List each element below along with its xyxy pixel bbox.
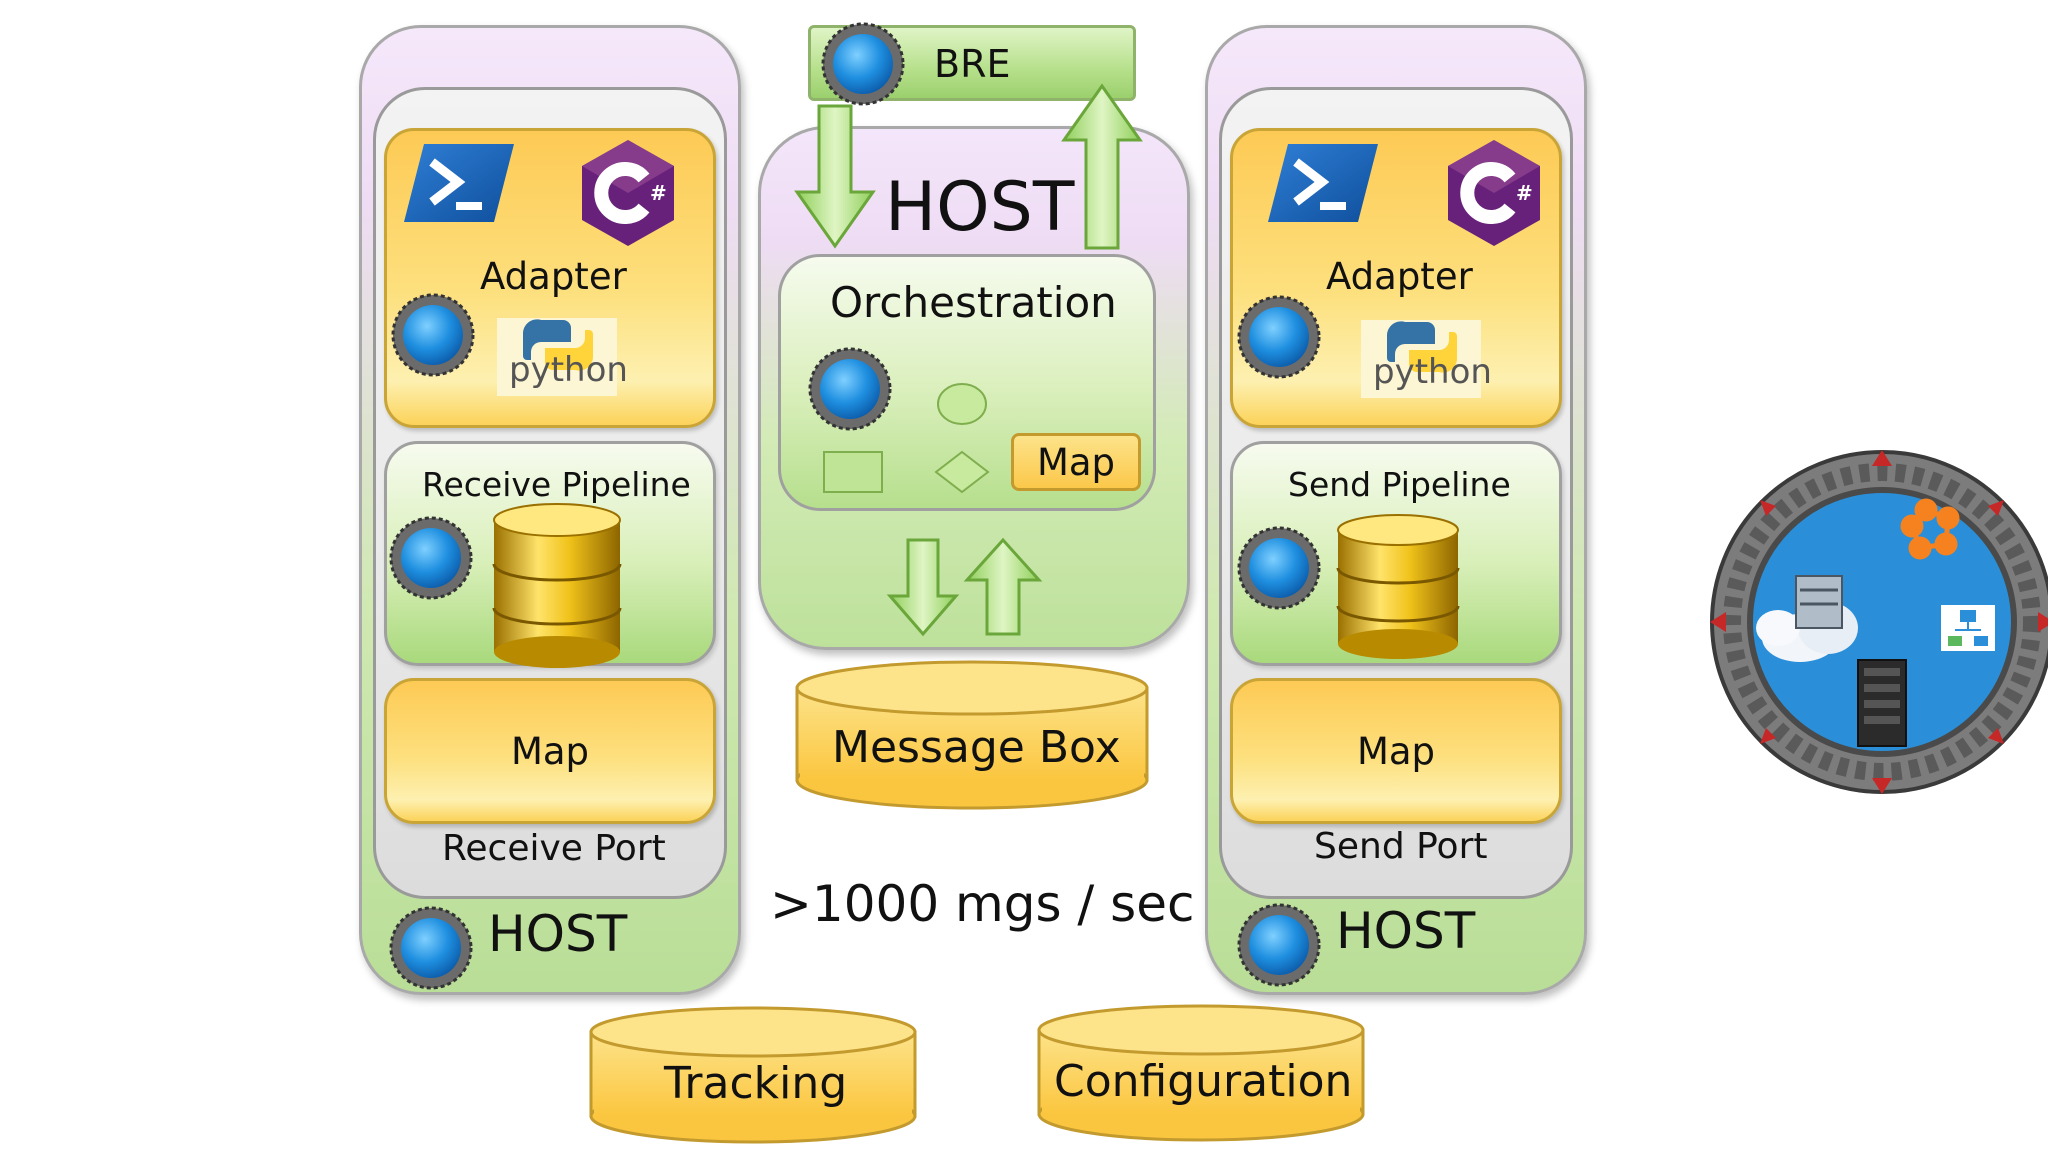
- svg-text:#: #: [650, 181, 667, 205]
- right-adapter-label: Adapter: [1326, 255, 1473, 298]
- csharp-icon: #: [582, 140, 674, 246]
- left-host-label: HOST: [488, 905, 628, 963]
- left-python-label: python: [509, 350, 628, 390]
- left-map-label: Map: [510, 729, 590, 773]
- tracking-database: [589, 1006, 917, 1144]
- orchestration-node: [808, 347, 892, 431]
- send-port-label: Send Port: [1314, 826, 1488, 867]
- python-icon: python: [497, 318, 628, 396]
- right-csharp-icon: #: [1448, 140, 1540, 246]
- orchestration-map-box: Map: [1011, 433, 1141, 491]
- orchestration-shapes: [823, 383, 990, 494]
- bre-node: [821, 22, 905, 106]
- right-pipeline-node: [1237, 526, 1321, 610]
- powershell-icon: [404, 144, 514, 222]
- message-box-database: [795, 660, 1149, 810]
- left-pipeline-node: [389, 516, 473, 600]
- right-map-box: Map: [1230, 678, 1562, 824]
- receive-port-label: Receive Port: [442, 828, 666, 869]
- right-powershell-icon: [1268, 144, 1378, 222]
- messagebox-down-arrow: [886, 538, 960, 637]
- center-host-label: HOST: [885, 168, 1075, 247]
- send-pipeline-label: Send Pipeline: [1288, 465, 1511, 504]
- bre-up-arrow: [1061, 83, 1143, 250]
- tracking-label: Tracking: [664, 1058, 848, 1109]
- right-python-icon: python: [1361, 320, 1492, 398]
- configuration-database: [1037, 1004, 1365, 1142]
- left-adapter-label: Adapter: [480, 255, 627, 298]
- right-host-label: HOST: [1336, 902, 1476, 960]
- orchestration-map-label: Map: [1036, 440, 1116, 484]
- throughput-label: >1000 mgs / sec: [770, 875, 1195, 933]
- messagebox-up-arrow: [963, 537, 1043, 636]
- right-adapter-node: [1237, 295, 1321, 379]
- left-map-box: Map: [384, 678, 716, 824]
- receive-pipeline-label: Receive Pipeline: [422, 465, 691, 504]
- right-host-node: [1237, 903, 1321, 987]
- right-python-label: python: [1373, 352, 1492, 392]
- left-pipeline-database-icon: [492, 503, 622, 668]
- message-box-label: Message Box: [832, 722, 1121, 773]
- stargate-logo: [1710, 450, 2048, 794]
- right-pipeline-database-icon: [1336, 514, 1460, 659]
- svg-text:#: #: [1516, 181, 1533, 205]
- bre-label: BRE: [934, 42, 1011, 86]
- orchestration-label: Orchestration: [830, 278, 1117, 327]
- bre-down-arrow: [794, 104, 876, 249]
- right-map-label: Map: [1356, 729, 1436, 773]
- configuration-label: Configuration: [1054, 1056, 1353, 1107]
- left-host-node: [389, 906, 473, 990]
- left-adapter-node: [391, 293, 475, 377]
